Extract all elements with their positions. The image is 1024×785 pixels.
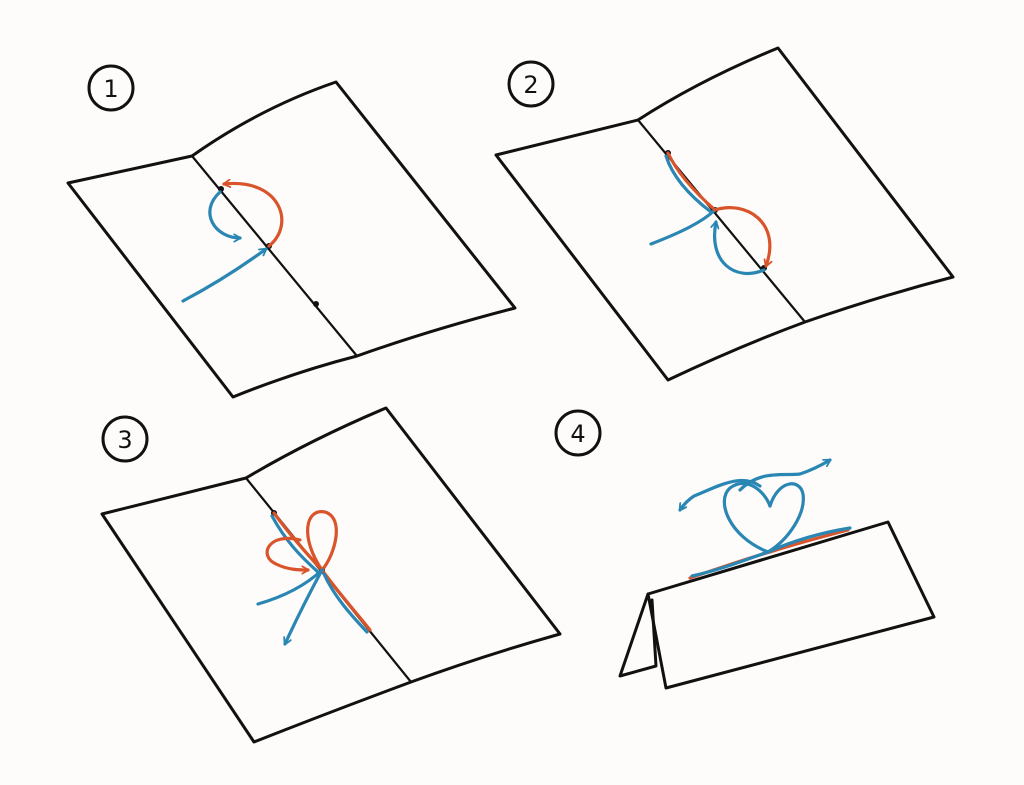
step-2-number: 2 <box>523 71 538 99</box>
step-3-blue-thread-stitch-top <box>270 514 320 574</box>
step-4-circle <box>554 409 602 457</box>
step-1-number: 1 <box>103 75 118 103</box>
step-1-badge: 1 <box>87 64 135 112</box>
step-2-circle <box>507 60 555 108</box>
step-2-panel: 2 <box>494 46 955 382</box>
step-1-fold-crease <box>190 154 359 358</box>
step-3-panel: 3 <box>100 406 562 744</box>
step-1-blue-thread-return <box>208 190 240 238</box>
step-1-hole-bottom <box>313 301 319 307</box>
step-3-blue-thread-exit <box>285 568 324 646</box>
step-4-panel: 4 <box>554 409 936 690</box>
step-3-badge: 3 <box>101 415 149 463</box>
step-4-badge: 4 <box>554 409 602 457</box>
step-1-paper-sheet <box>66 80 517 399</box>
step-1-circle <box>87 64 135 112</box>
step-4-tent-side-face <box>618 592 658 678</box>
step-1-panel: 1 <box>66 64 517 399</box>
step-4-blue-thread-right-tail <box>738 458 832 492</box>
step-3-orange-thread-stitch-top <box>272 511 324 572</box>
step-3-orange-thread-pull <box>265 536 308 570</box>
step-3-blue-thread-stitch-bottom <box>322 572 369 634</box>
step-3-orange-thread-loop <box>306 510 338 572</box>
step-1-orange-thread-loop <box>224 183 284 248</box>
step-4-tent-spine <box>646 520 890 596</box>
step-3-paper-sheet <box>100 406 562 744</box>
step-2-orange-thread-loop <box>713 206 770 266</box>
step-2-paper-sheet <box>494 46 955 382</box>
step-2-blue-thread-loop <box>715 222 766 276</box>
step-2-blue-thread-entry <box>649 208 717 246</box>
step-2-fold-crease <box>636 118 807 324</box>
step-2-blue-thread-stitch <box>664 154 713 214</box>
step-4-blue-thread-heart-left <box>722 481 772 554</box>
step-1-blue-thread-entry <box>181 247 268 303</box>
step-2-orange-thread-stitch <box>666 151 717 212</box>
step-4-blue-thread-heart-right <box>766 482 805 554</box>
step-3-orange-thread-stitch-bottom <box>320 568 372 632</box>
step-3-number: 3 <box>117 426 132 454</box>
step-3-blue-thread-entry <box>256 568 324 606</box>
step-4-number: 4 <box>570 420 585 448</box>
step-4-blue-thread-left-tail <box>678 478 762 512</box>
step-3-circle <box>101 415 149 463</box>
step-2-badge: 2 <box>507 60 555 108</box>
